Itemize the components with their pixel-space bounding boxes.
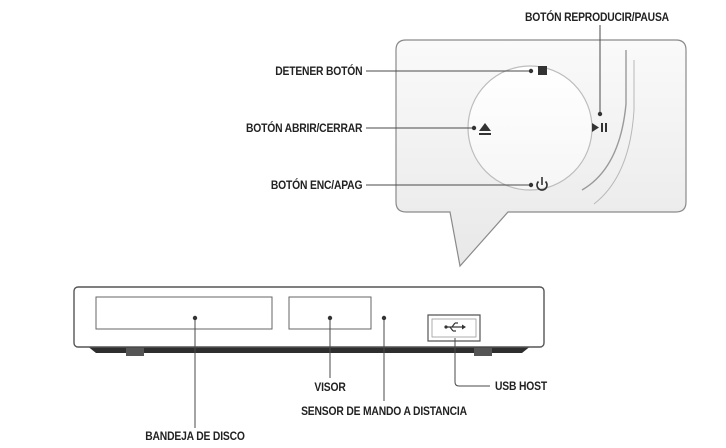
disc-tray-window [95,296,273,330]
play-pause-icon [592,123,607,132]
usb-icon [444,322,466,332]
usb-door-inner [431,318,477,338]
usb-door [427,314,481,342]
power-icon [536,177,548,191]
label-display: VISOR [314,380,346,394]
label-remote-sensor: SENSOR DE MANDO A DISTANCIA [301,404,467,418]
label-usb-host: USB HOST [495,379,547,393]
label-play-pause: BOTÓN REPRODUCIR/PAUSA [525,10,669,24]
panel-top-curve [581,50,627,191]
player-foot-left [126,348,144,356]
leader-lines [194,25,601,428]
label-open-close: BOTÓN ABRIR/CERRAR [245,121,363,135]
stop-icon [538,66,547,75]
leader-dots [192,68,603,321]
label-power: BOTÓN ENC/APAG [270,178,363,192]
label-disc-tray: BANDEJA DE DISCO [145,429,245,443]
label-stop: DETENER BOTÓN [274,64,362,78]
panel-edge-curve [593,60,635,205]
eject-icon [479,123,491,135]
player-foot-right [474,348,492,356]
